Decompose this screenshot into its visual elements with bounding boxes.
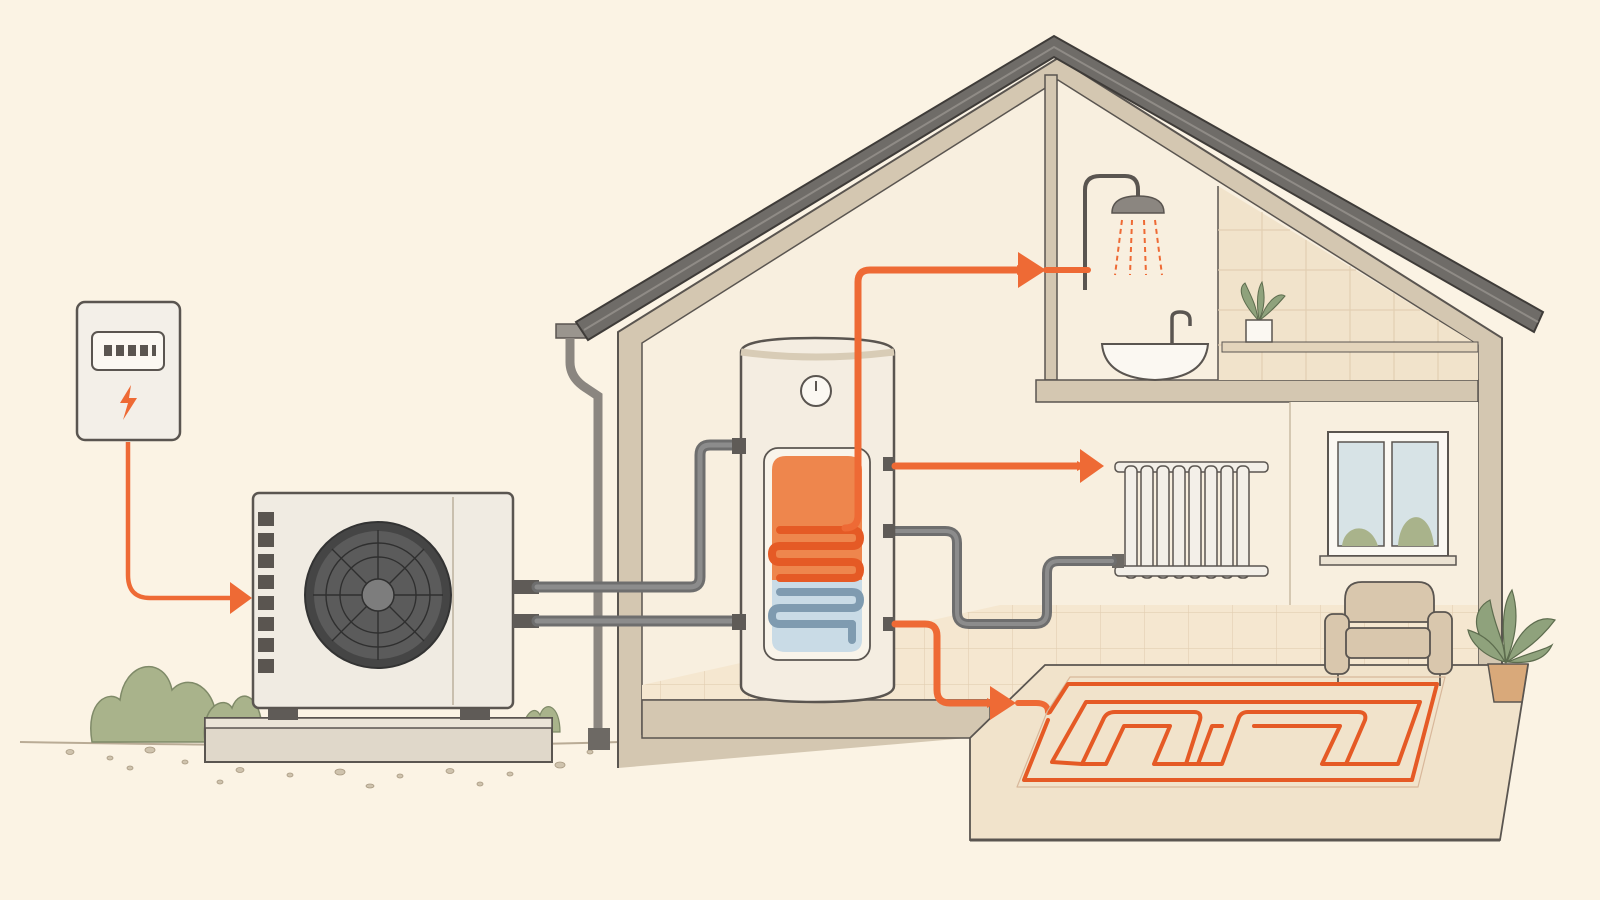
tank-heating-coil: [767, 526, 865, 644]
potted-plant-icon: [1467, 588, 1556, 703]
bathroom-tiles: [1217, 186, 1479, 380]
bathroom-plant: [1240, 280, 1286, 343]
underfloor-heating-loop: [1016, 676, 1446, 788]
armchair-icon: [1324, 581, 1453, 686]
lightning-bolt-icon: [120, 385, 137, 420]
hot-water-to-shower: [841, 265, 1027, 532]
outdoor-heat-pump-unit: [204, 491, 553, 763]
hot-water-to-floor: [891, 620, 997, 708]
window-icon: [1319, 431, 1457, 566]
faucet-icon: [1100, 310, 1210, 382]
shower-head-icon: [1083, 174, 1165, 290]
downpipe: [555, 323, 610, 750]
hot-water-tank: [732, 336, 896, 704]
tank-cold-zone: [772, 580, 862, 652]
temperature-gauge-icon: [800, 375, 832, 407]
pipes: [531, 439, 1117, 629]
electricity-meter-icon: [75, 300, 182, 442]
roof: [574, 34, 1545, 342]
flow-arrows: [230, 252, 1104, 720]
power-line: [125, 442, 242, 603]
patio-slab: [969, 664, 1530, 841]
radiator-icon: [1112, 461, 1269, 579]
hot-water-pipes: [841, 265, 1091, 715]
fan-icon: [304, 521, 452, 669]
